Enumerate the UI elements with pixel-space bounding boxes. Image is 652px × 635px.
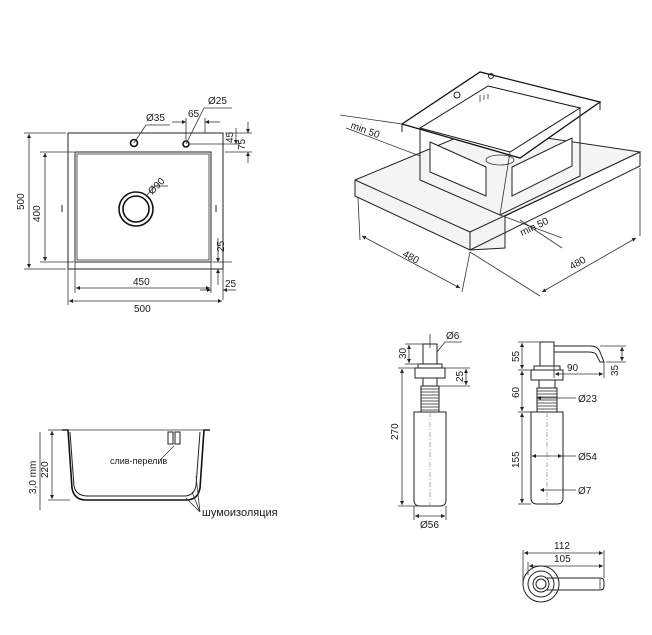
- top-spout: [547, 577, 605, 591]
- dim-500-vertical: 500: [16, 193, 27, 210]
- section-outline-outer: [62, 429, 210, 501]
- dim-480-right: 480: [568, 255, 588, 273]
- side-head: [539, 341, 555, 367]
- dim-112: 112: [554, 541, 570, 552]
- sink-bowl-inner: [76, 153, 210, 261]
- dim-75: 75: [237, 138, 248, 150]
- dim-d90: Ø90: [146, 176, 167, 197]
- iso-tap-hole: [453, 91, 461, 99]
- sink-iso-view: min 50 min 50 480 480: [339, 71, 642, 297]
- dim-220: 220: [40, 461, 51, 478]
- dim-d7: Ø7: [578, 486, 592, 497]
- dim-3mm: 3,0 mm: [28, 461, 39, 494]
- dim-35: 35: [610, 364, 621, 376]
- dim-d35: Ø35: [146, 113, 165, 124]
- dispenser-bottle: [413, 411, 447, 507]
- dim-d6: Ø6: [446, 331, 460, 342]
- dim-25-right: 25: [216, 240, 227, 252]
- bowl-wall-right: [511, 137, 573, 197]
- dim-d25: Ø25: [208, 96, 227, 107]
- side-collar: [530, 369, 564, 381]
- dim-45: 45: [225, 131, 236, 143]
- iso-drain: [485, 154, 515, 166]
- dim-d54: Ø54: [578, 452, 597, 463]
- dim-d23: Ø23: [578, 394, 597, 405]
- dim-500-horizontal: 500: [134, 304, 151, 315]
- dim-90: 90: [567, 363, 579, 374]
- bowl-wall-left: [429, 141, 487, 197]
- dim-55: 55: [511, 350, 522, 362]
- sink-bowl-outline: [74, 151, 212, 263]
- dispenser-front-view: 30 Ø6 25 270 Ø56: [390, 331, 470, 531]
- dim-25-bottom: 25: [225, 279, 237, 290]
- dispenser-side-view: 55 60 155 90 35 Ø23 Ø54 Ø7: [511, 341, 626, 505]
- dim-30: 30: [398, 347, 409, 359]
- dim-min50-right: min 50: [519, 216, 551, 239]
- dim-480-left: 480: [401, 249, 421, 267]
- sink-top-view: 500 400 Ø35 65 Ø25 45 75 Ø90: [16, 96, 252, 315]
- dim-400-vertical: 400: [32, 205, 43, 222]
- drain-inner-circle: [122, 195, 150, 223]
- side-bottle: [530, 411, 564, 505]
- dispenser-collar: [414, 367, 446, 379]
- dim-450: 450: [133, 277, 150, 288]
- dispenser-top-view: 112 105: [522, 541, 605, 603]
- sink-outer-outline: [67, 132, 224, 270]
- overflow-label: слив-перелив: [110, 456, 167, 466]
- dispenser-thread: [420, 385, 440, 413]
- dim-155: 155: [511, 451, 522, 468]
- dim-105: 105: [554, 554, 571, 565]
- sink-section-view: слив-перелив шумоизоляция 220 3,0 mm: [28, 429, 278, 519]
- side-spout: [554, 345, 605, 363]
- dim-25-front: 25: [455, 370, 466, 382]
- section-outline-inner: [69, 431, 201, 497]
- dim-65: 65: [188, 109, 200, 120]
- tap-hole: [129, 138, 139, 148]
- dim-270: 270: [390, 423, 401, 440]
- dim-d56: Ø56: [420, 520, 439, 531]
- dim-60: 60: [511, 386, 522, 398]
- dim-min50-left: min 50: [349, 120, 381, 141]
- insulation-label: шумоизоляция: [202, 507, 278, 519]
- drain-outer-circle: [118, 191, 154, 227]
